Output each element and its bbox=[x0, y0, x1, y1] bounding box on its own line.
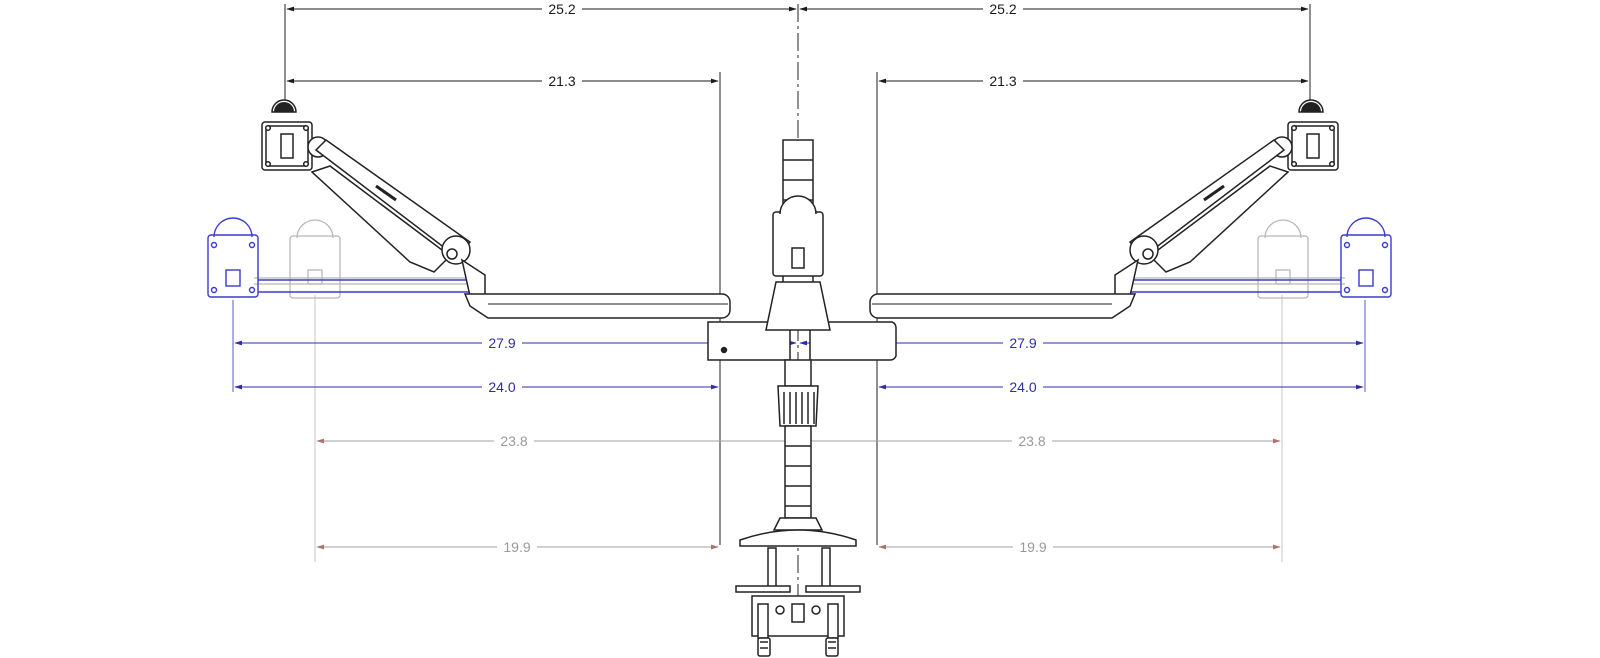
dimension-19-9-left: 19.9 bbox=[316, 538, 719, 556]
dim-label-21-3-right: 21.3 bbox=[989, 73, 1016, 89]
dim-label-25-2-left: 25.2 bbox=[548, 1, 575, 17]
center-pole bbox=[739, 139, 857, 547]
dim-label-27-9-right: 27.9 bbox=[1009, 335, 1036, 351]
gray-ghost-head-right bbox=[1128, 219, 1345, 299]
dimension-27-9-left: 27.9 bbox=[234, 334, 797, 352]
dimension-24-0-left: 24.0 bbox=[234, 378, 719, 396]
dimension-25-2-right: 25.2 bbox=[799, 0, 1309, 18]
dim-label-23-8-right: 23.8 bbox=[1018, 433, 1045, 449]
dimension-23-8-right: 23.8 bbox=[799, 432, 1281, 450]
desk-clamp bbox=[735, 547, 861, 657]
dim-label-24-0-right: 24.0 bbox=[1009, 379, 1036, 395]
dim-label-21-3-left: 21.3 bbox=[548, 73, 575, 89]
dimension-21-3-left: 21.3 bbox=[286, 72, 719, 90]
blue-extension-lines bbox=[232, 300, 1366, 392]
dim-label-23-8-left: 23.8 bbox=[500, 433, 527, 449]
dim-label-25-2-right: 25.2 bbox=[989, 1, 1016, 17]
lower-arm-right bbox=[809, 293, 1137, 361]
gray-extension-lines bbox=[314, 295, 1283, 562]
upper-arm-right bbox=[1114, 99, 1339, 297]
dim-label-19-9-right: 19.9 bbox=[1019, 539, 1046, 555]
gray-ghost-head-left bbox=[254, 219, 470, 299]
dimension-23-8-left: 23.8 bbox=[316, 432, 797, 450]
dimension-19-9-right: 19.9 bbox=[878, 538, 1281, 556]
upper-arm-left bbox=[261, 99, 486, 297]
dimension-21-3-right: 21.3 bbox=[878, 72, 1309, 90]
dim-label-27-9-left: 27.9 bbox=[488, 335, 515, 351]
lower-arm-left bbox=[463, 293, 791, 361]
dim-label-24-0-left: 24.0 bbox=[488, 379, 515, 395]
dim-label-19-9-left: 19.9 bbox=[503, 539, 530, 555]
dimension-24-0-right: 24.0 bbox=[878, 378, 1364, 396]
dimension-25-2-left: 25.2 bbox=[286, 0, 797, 18]
